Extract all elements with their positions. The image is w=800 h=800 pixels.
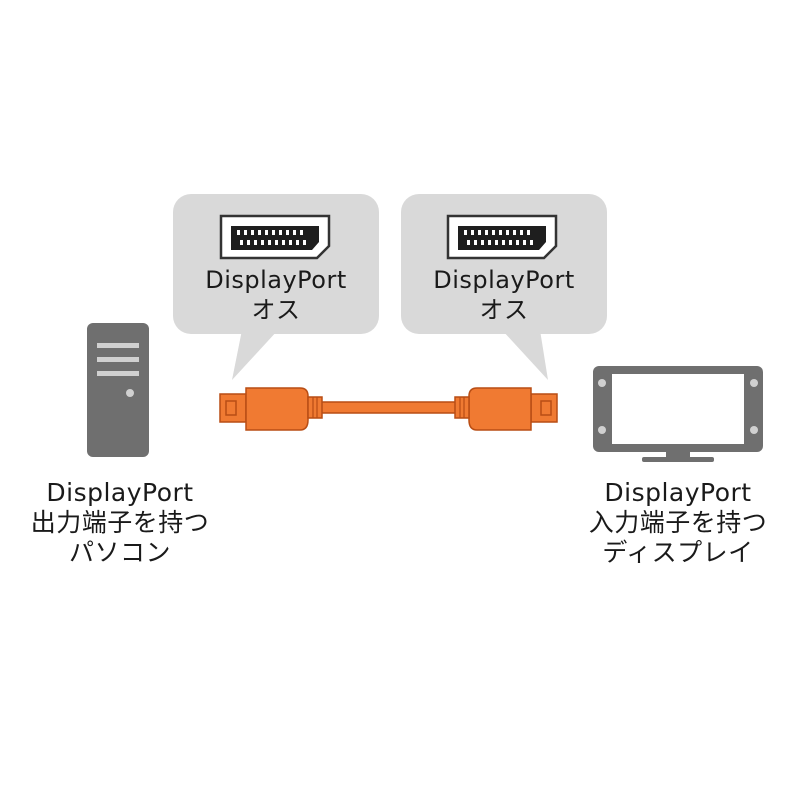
display-label-line2: 入力端子を持つ	[588, 508, 768, 537]
pc-label-line3: パソコン	[68, 538, 171, 567]
right-plug	[454, 387, 558, 431]
left-connector-gender: オス	[251, 296, 301, 324]
pc-label-line2: 出力端子を持つ	[30, 508, 210, 537]
right-connector-name: DisplayPort	[433, 266, 575, 294]
displayport-icon	[219, 214, 331, 260]
left-connector-name: DisplayPort	[205, 266, 347, 294]
monitor-icon	[593, 366, 763, 462]
pc-label-line1: DisplayPort	[46, 478, 194, 507]
display-label-line1: DisplayPort	[604, 478, 752, 507]
pc-label: DisplayPort 出力端子を持つ パソコン	[20, 478, 220, 568]
display-label-line3: ディスプレイ	[602, 538, 754, 567]
right-connector-label: DisplayPort オス	[401, 265, 607, 325]
left-connector-label: DisplayPort オス	[173, 265, 379, 325]
displayport-icon	[446, 214, 558, 260]
display-label: DisplayPort 入力端子を持つ ディスプレイ	[578, 478, 778, 568]
cable-wire	[319, 401, 463, 414]
desktop-tower-icon	[87, 323, 149, 457]
displayport-cable	[219, 387, 558, 431]
left-plug	[219, 387, 323, 431]
right-connector-gender: オス	[479, 296, 529, 324]
